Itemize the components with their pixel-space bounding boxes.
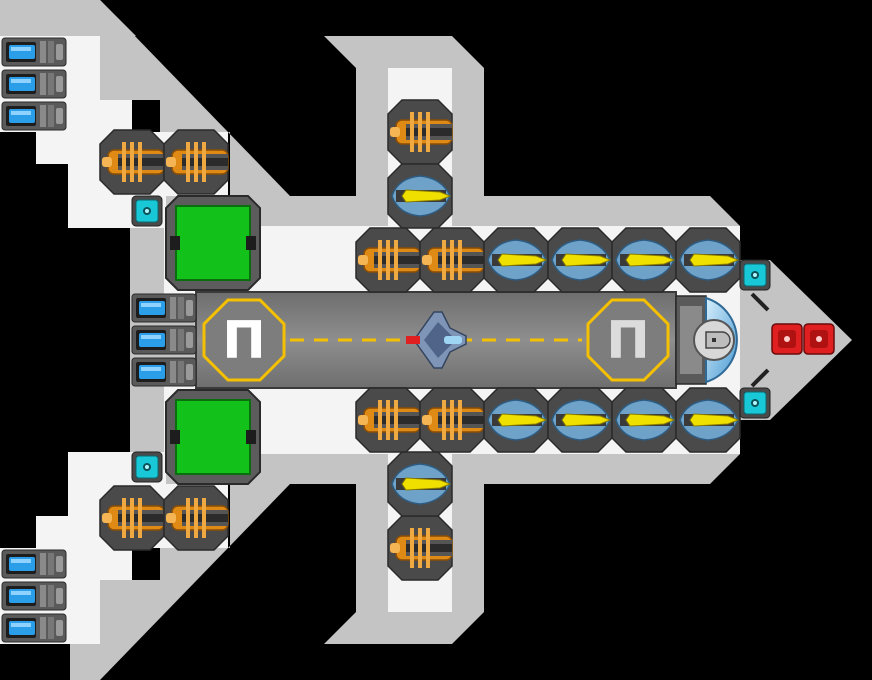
cannon[interactable] xyxy=(99,485,165,551)
thruster[interactable] xyxy=(1,69,67,99)
shield-generator[interactable] xyxy=(739,387,771,419)
thruster[interactable] xyxy=(1,101,67,131)
cannon[interactable] xyxy=(387,515,453,581)
thruster[interactable] xyxy=(1,549,67,579)
missile-launcher[interactable] xyxy=(547,387,613,453)
cannon[interactable] xyxy=(99,129,165,195)
thruster[interactable] xyxy=(1,581,67,611)
cannon[interactable] xyxy=(163,129,229,195)
cannon[interactable] xyxy=(419,387,485,453)
missile-launcher[interactable] xyxy=(675,387,741,453)
missile-launcher[interactable] xyxy=(611,387,677,453)
thruster[interactable] xyxy=(131,325,197,355)
missile-launcher[interactable] xyxy=(547,227,613,293)
landing-pad-right[interactable]: Π xyxy=(586,298,670,382)
cannon[interactable] xyxy=(355,387,421,453)
shield-generator[interactable] xyxy=(131,195,163,227)
landing-pad-left-glyph: Π xyxy=(222,311,266,371)
missile-launcher[interactable] xyxy=(611,227,677,293)
missile-launcher[interactable] xyxy=(387,451,453,517)
cannon[interactable] xyxy=(163,485,229,551)
cockpit[interactable] xyxy=(675,295,738,385)
thruster[interactable] xyxy=(131,357,197,387)
red-module[interactable] xyxy=(771,323,803,355)
shield-generator[interactable] xyxy=(739,259,771,291)
missile-launcher[interactable] xyxy=(387,163,453,229)
thruster[interactable] xyxy=(1,613,67,643)
cargo-bay-bottom[interactable] xyxy=(165,389,261,485)
thruster[interactable] xyxy=(131,293,197,323)
cannon[interactable] xyxy=(355,227,421,293)
landing-pad-left[interactable]: Π xyxy=(202,298,286,382)
cannon[interactable] xyxy=(387,99,453,165)
missile-launcher[interactable] xyxy=(483,227,549,293)
missile-launcher[interactable] xyxy=(675,227,741,293)
red-module[interactable] xyxy=(803,323,835,355)
shield-generator[interactable] xyxy=(131,451,163,483)
thruster[interactable] xyxy=(1,37,67,67)
nose-brackets xyxy=(750,292,770,388)
cannon[interactable] xyxy=(419,227,485,293)
missile-launcher[interactable] xyxy=(483,387,549,453)
landing-pad-right-glyph: Π xyxy=(606,311,650,371)
cargo-bay-top[interactable] xyxy=(165,195,261,291)
fighter-craft[interactable] xyxy=(406,311,467,369)
